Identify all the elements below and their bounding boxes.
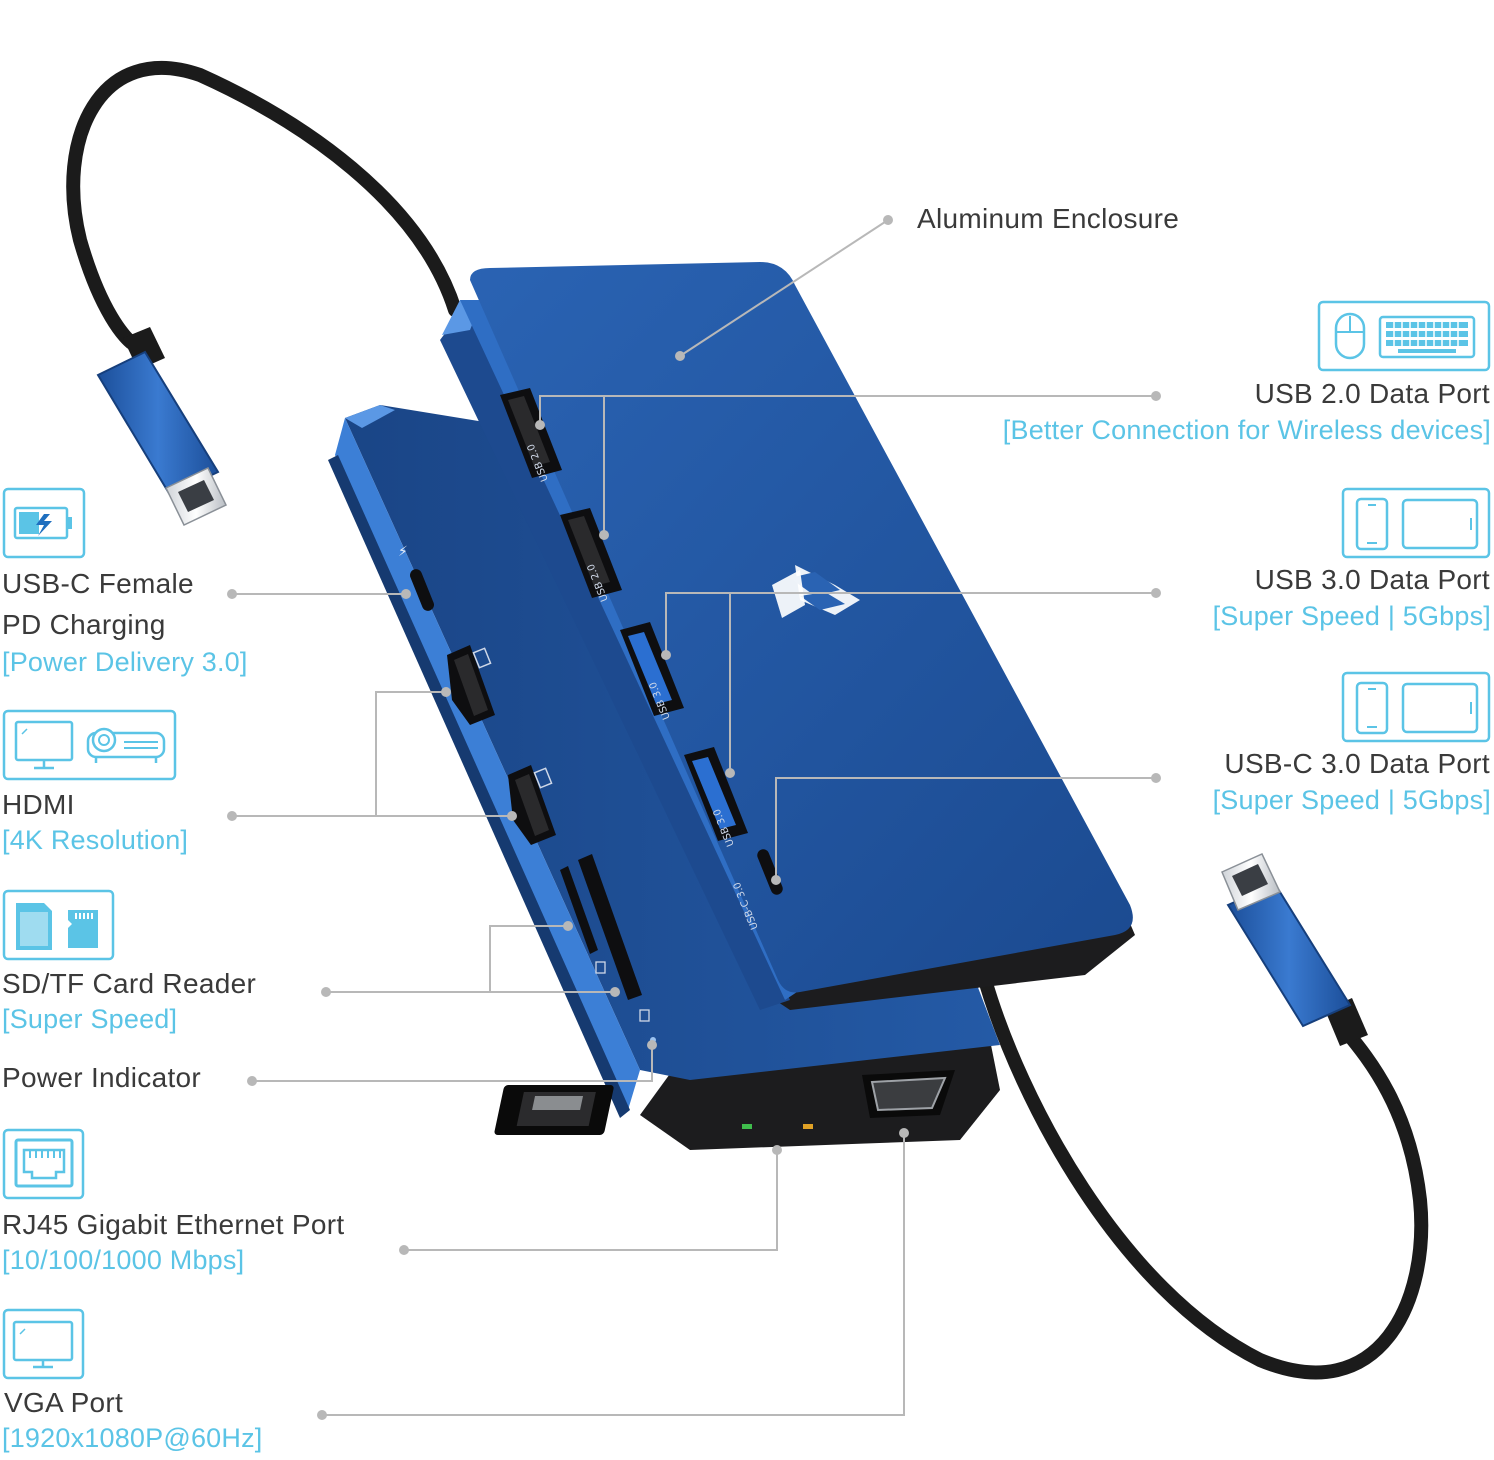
mouse-icon xyxy=(1334,312,1366,360)
rj45-subtitle: [10/100/1000 Mbps] xyxy=(2,1245,245,1275)
input-cable xyxy=(66,61,462,526)
upper-ports: USB 2.0 USB 2.0 USB 3.0 USB 3.0 USB-C 3.… xyxy=(500,388,783,931)
phone-tablet-icons-1 xyxy=(1341,487,1491,559)
usb2-title: USB 2.0 Data Port xyxy=(1254,378,1490,409)
hdmi-port-2 xyxy=(508,765,556,845)
enclosure-label: Aluminum Enclosure xyxy=(917,203,1180,234)
svg-text:⚡: ⚡ xyxy=(398,543,408,559)
usbc3-subtitle: [Super Speed | 5Gbps] xyxy=(1212,785,1491,815)
phone-tablet-icons-2 xyxy=(1341,671,1491,743)
usb2-subtitle: [Better Connection for Wireless devices] xyxy=(1002,415,1491,445)
tf-slot xyxy=(560,866,598,954)
output-cable xyxy=(978,853,1429,1380)
usb2-port-1: USB 2.0 xyxy=(500,388,562,483)
keyboard-icon xyxy=(1378,315,1476,359)
usb3-port-2: USB 3.0 xyxy=(684,747,748,848)
brand-logo xyxy=(772,565,860,618)
hdmi-subtitle: [4K Resolution] xyxy=(2,825,189,855)
vga-port xyxy=(862,1070,955,1118)
pd-subtitle: [Power Delivery 3.0] xyxy=(2,647,248,677)
vga-subtitle: [1920x1080P@60Hz] xyxy=(2,1423,263,1453)
tablet-icon xyxy=(1401,682,1479,734)
usb3-subtitle: [Super Speed | 5Gbps] xyxy=(1212,601,1491,631)
monitor-icon xyxy=(2,1308,85,1380)
mouse-keyboard-icons xyxy=(1317,300,1491,372)
phone-icon xyxy=(1355,681,1389,735)
ethernet-icon xyxy=(2,1128,85,1200)
tablet-icon xyxy=(1401,498,1479,550)
monitor-icon xyxy=(14,720,74,770)
sd-card-icon xyxy=(2,889,115,961)
vga-title: VGA Port xyxy=(4,1387,124,1418)
hdmi-port-1 xyxy=(447,645,495,725)
monitor-projector-icons xyxy=(2,709,177,781)
usb3-title: USB 3.0 Data Port xyxy=(1254,564,1490,595)
leader-dots xyxy=(227,215,1161,1420)
rj45-title: RJ45 Gigabit Ethernet Port xyxy=(2,1209,345,1240)
lower-ports: ⚡ xyxy=(398,543,955,1135)
usbc3-title: USB-C 3.0 Data Port xyxy=(1224,748,1490,779)
usb3-port-1: USB 3.0 xyxy=(620,622,684,721)
pd-usbc-port: ⚡ xyxy=(398,543,434,611)
pd-title-line2: PD Charging xyxy=(2,609,166,640)
sd-slot xyxy=(578,854,642,1000)
rj45-port xyxy=(494,1085,813,1135)
pd-title-line1: USB-C Female xyxy=(2,568,194,599)
leader-lines xyxy=(232,219,1156,1416)
sd-subtitle: [Super Speed] xyxy=(2,1004,178,1034)
hdmi-title: HDMI xyxy=(2,789,75,820)
projector-icon xyxy=(86,727,166,763)
sd-title: SD/TF Card Reader xyxy=(2,968,257,999)
phone-icon xyxy=(1355,497,1389,551)
battery-charging-icon xyxy=(2,487,86,559)
power-indicator-title: Power Indicator xyxy=(2,1062,202,1093)
